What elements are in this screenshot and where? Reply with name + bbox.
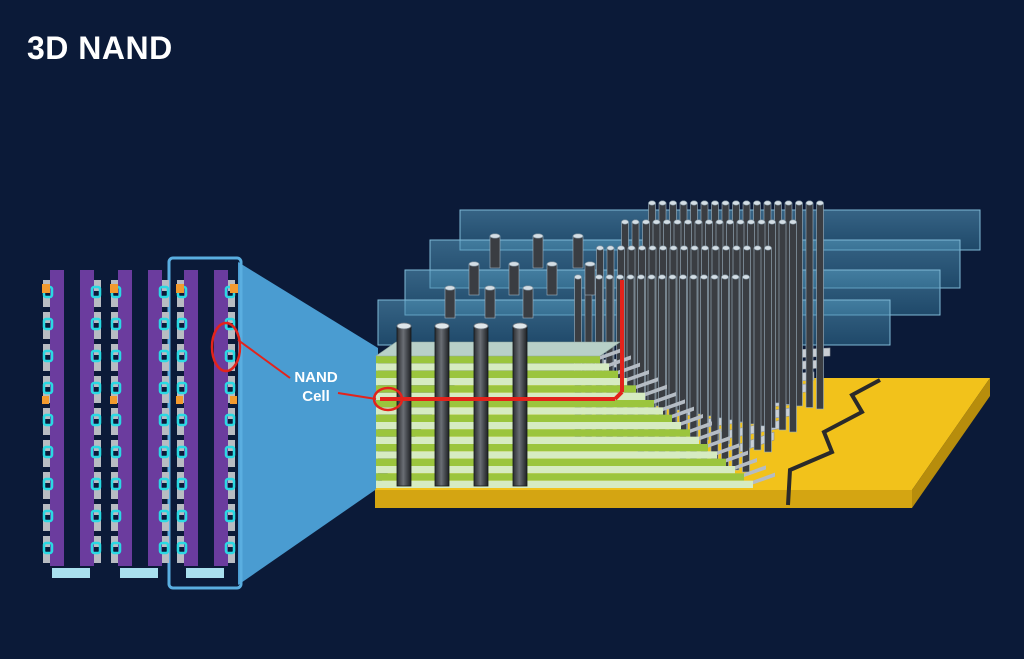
memory-cell: [224, 477, 236, 491]
word-line-layer: [376, 370, 618, 378]
memory-cell: [110, 381, 122, 395]
memory-cell: [110, 509, 122, 523]
word-line-layer: [376, 422, 681, 430]
channel-pillar: [473, 325, 489, 487]
memory-cell: [176, 349, 188, 363]
memory-cell: [42, 445, 54, 459]
nand-string-pair: [110, 270, 170, 578]
memory-cell: [90, 381, 102, 395]
memory-cell: [90, 541, 102, 555]
word-line-layer: [376, 378, 627, 386]
memory-cell: [110, 477, 122, 491]
nand-cell-marker-cross-section: [210, 321, 242, 373]
memory-cell: [42, 381, 54, 395]
memory-cell: [158, 541, 170, 555]
word-line-layer: [376, 458, 726, 466]
callout-line-2: Cell: [302, 388, 330, 405]
nand-string-pair: [42, 270, 102, 578]
word-line-layer: [376, 480, 753, 488]
memory-cell: [110, 349, 122, 363]
memory-cell: [42, 509, 54, 523]
memory-cell: [42, 477, 54, 491]
word-line-layer: [376, 444, 708, 452]
memory-cell: [176, 509, 188, 523]
substrate-break-line: [786, 378, 881, 506]
nand-string-cross-section: [42, 270, 238, 578]
memory-cell: [158, 285, 170, 299]
memory-cell: [224, 413, 236, 427]
memory-cell: [42, 541, 54, 555]
callout-leader-right: [337, 392, 377, 400]
memory-cell: [90, 413, 102, 427]
memory-cell: [110, 541, 122, 555]
word-line-layer: [376, 451, 717, 459]
highlighted-cell-path: [380, 280, 624, 401]
word-line-layer: [376, 466, 735, 474]
channel-pillar: [512, 325, 528, 487]
memory-cell: [158, 317, 170, 331]
memory-cell: [158, 413, 170, 427]
memory-cell: [90, 349, 102, 363]
memory-cell: [176, 541, 188, 555]
word-line-layer: [376, 385, 636, 393]
channel-pillar: [434, 325, 450, 487]
memory-cell: [158, 477, 170, 491]
word-line-layer: [376, 429, 690, 437]
zoom-projection: [238, 262, 378, 585]
nand-cell-callout: NAND Cell: [278, 368, 354, 406]
memory-cell: [176, 413, 188, 427]
front-channel-pillars: [396, 322, 528, 487]
word-line-layer: [376, 473, 744, 481]
word-line-layer: [376, 392, 645, 400]
memory-cell: [90, 445, 102, 459]
nand-string-pair: [176, 270, 238, 578]
callout-line-1: NAND: [294, 369, 338, 386]
memory-cell: [224, 349, 236, 363]
memory-cell: [158, 445, 170, 459]
memory-cell: [90, 317, 102, 331]
word-line-layer: [376, 363, 609, 371]
memory-cell: [90, 509, 102, 523]
memory-cell: [42, 349, 54, 363]
memory-cell: [90, 285, 102, 299]
memory-cell: [224, 509, 236, 523]
memory-cell: [158, 381, 170, 395]
memory-cell: [42, 413, 54, 427]
memory-cell: [42, 317, 54, 331]
memory-cell: [158, 349, 170, 363]
memory-cell: [110, 445, 122, 459]
memory-cell: [158, 509, 170, 523]
memory-cell: [224, 541, 236, 555]
slide-title: 3D NAND: [27, 30, 173, 66]
memory-cell: [176, 317, 188, 331]
vertical-channel-array: [444, 200, 824, 473]
memory-cell: [110, 317, 122, 331]
memory-cell: [176, 445, 188, 459]
callout-leader-left: [237, 339, 291, 379]
memory-cell: [176, 477, 188, 491]
memory-cell: [224, 445, 236, 459]
memory-cell: [176, 381, 188, 395]
memory-cell: [110, 413, 122, 427]
word-line-layer: [376, 436, 699, 444]
memory-cell: [224, 381, 236, 395]
memory-cell: [90, 477, 102, 491]
